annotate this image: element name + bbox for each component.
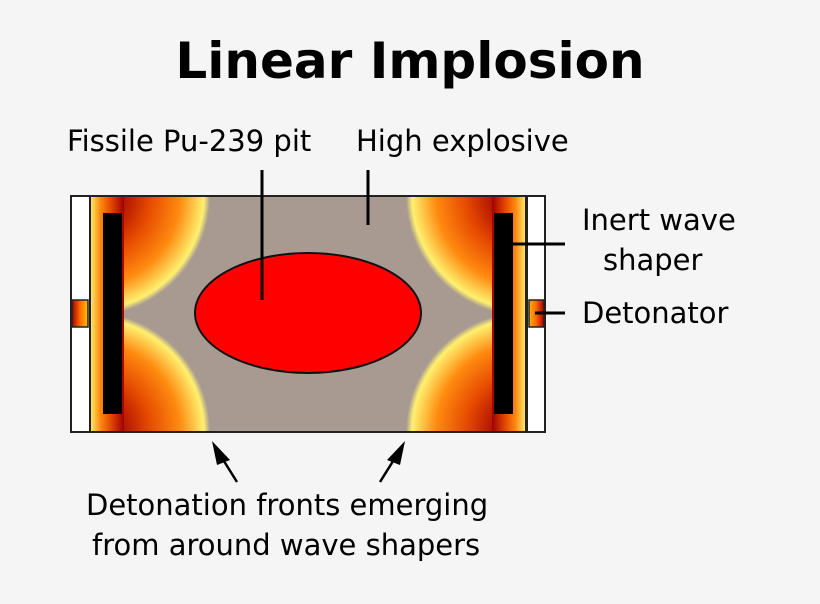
label-high-explosive: High explosive bbox=[356, 124, 569, 158]
label-wave-shaper-1: Inert wave bbox=[582, 203, 736, 237]
arrow-right-icon bbox=[378, 441, 405, 483]
arrow-left-icon bbox=[212, 441, 239, 483]
plutonium-pit bbox=[194, 252, 422, 374]
wave-shaper-left bbox=[103, 213, 122, 414]
label-pit: Fissile Pu-239 pit bbox=[67, 124, 312, 158]
label-fronts-2: from around wave shapers bbox=[92, 528, 481, 562]
diagram-title: Linear Implosion bbox=[175, 32, 645, 90]
wave-shaper-right bbox=[494, 213, 513, 414]
label-fronts-1: Detonation fronts emerging bbox=[86, 488, 489, 522]
label-detonator: Detonator bbox=[582, 296, 729, 330]
label-wave-shaper-2: shaper bbox=[603, 243, 703, 277]
detonator-left bbox=[71, 299, 89, 328]
